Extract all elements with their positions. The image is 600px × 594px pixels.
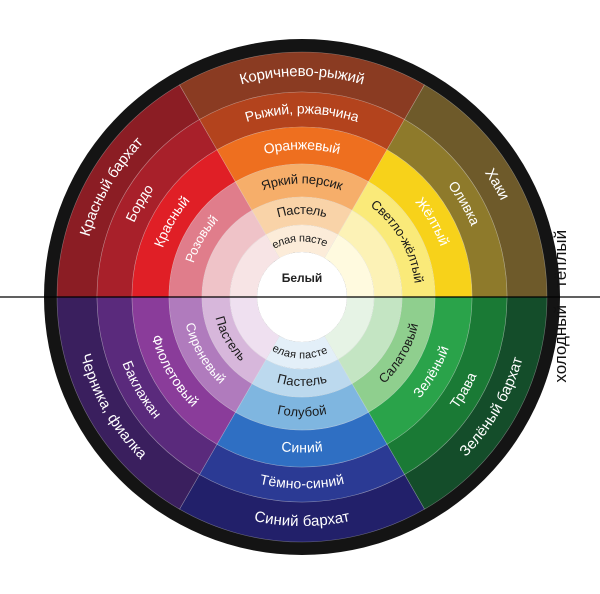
sector-label: Тёмно-синий (259, 471, 346, 492)
wheel-sectors (44, 39, 560, 555)
sector-label: Оранжевый (262, 136, 342, 157)
warm-label: тёплый (551, 230, 570, 288)
sector-label: Синий (281, 438, 324, 455)
center-label: Белый (282, 271, 323, 285)
sector-ring-blue-4 (251, 358, 353, 398)
sector-ring-orange-4 (251, 196, 353, 236)
sector-label: Пастель (276, 371, 329, 389)
cold-label: холодный (551, 305, 570, 383)
sector-label: Яркий персик (259, 172, 345, 194)
sector-label: Голубой (276, 403, 327, 420)
sector-label: Синий бархат (253, 508, 351, 530)
sector-label: Пастель (275, 202, 329, 220)
